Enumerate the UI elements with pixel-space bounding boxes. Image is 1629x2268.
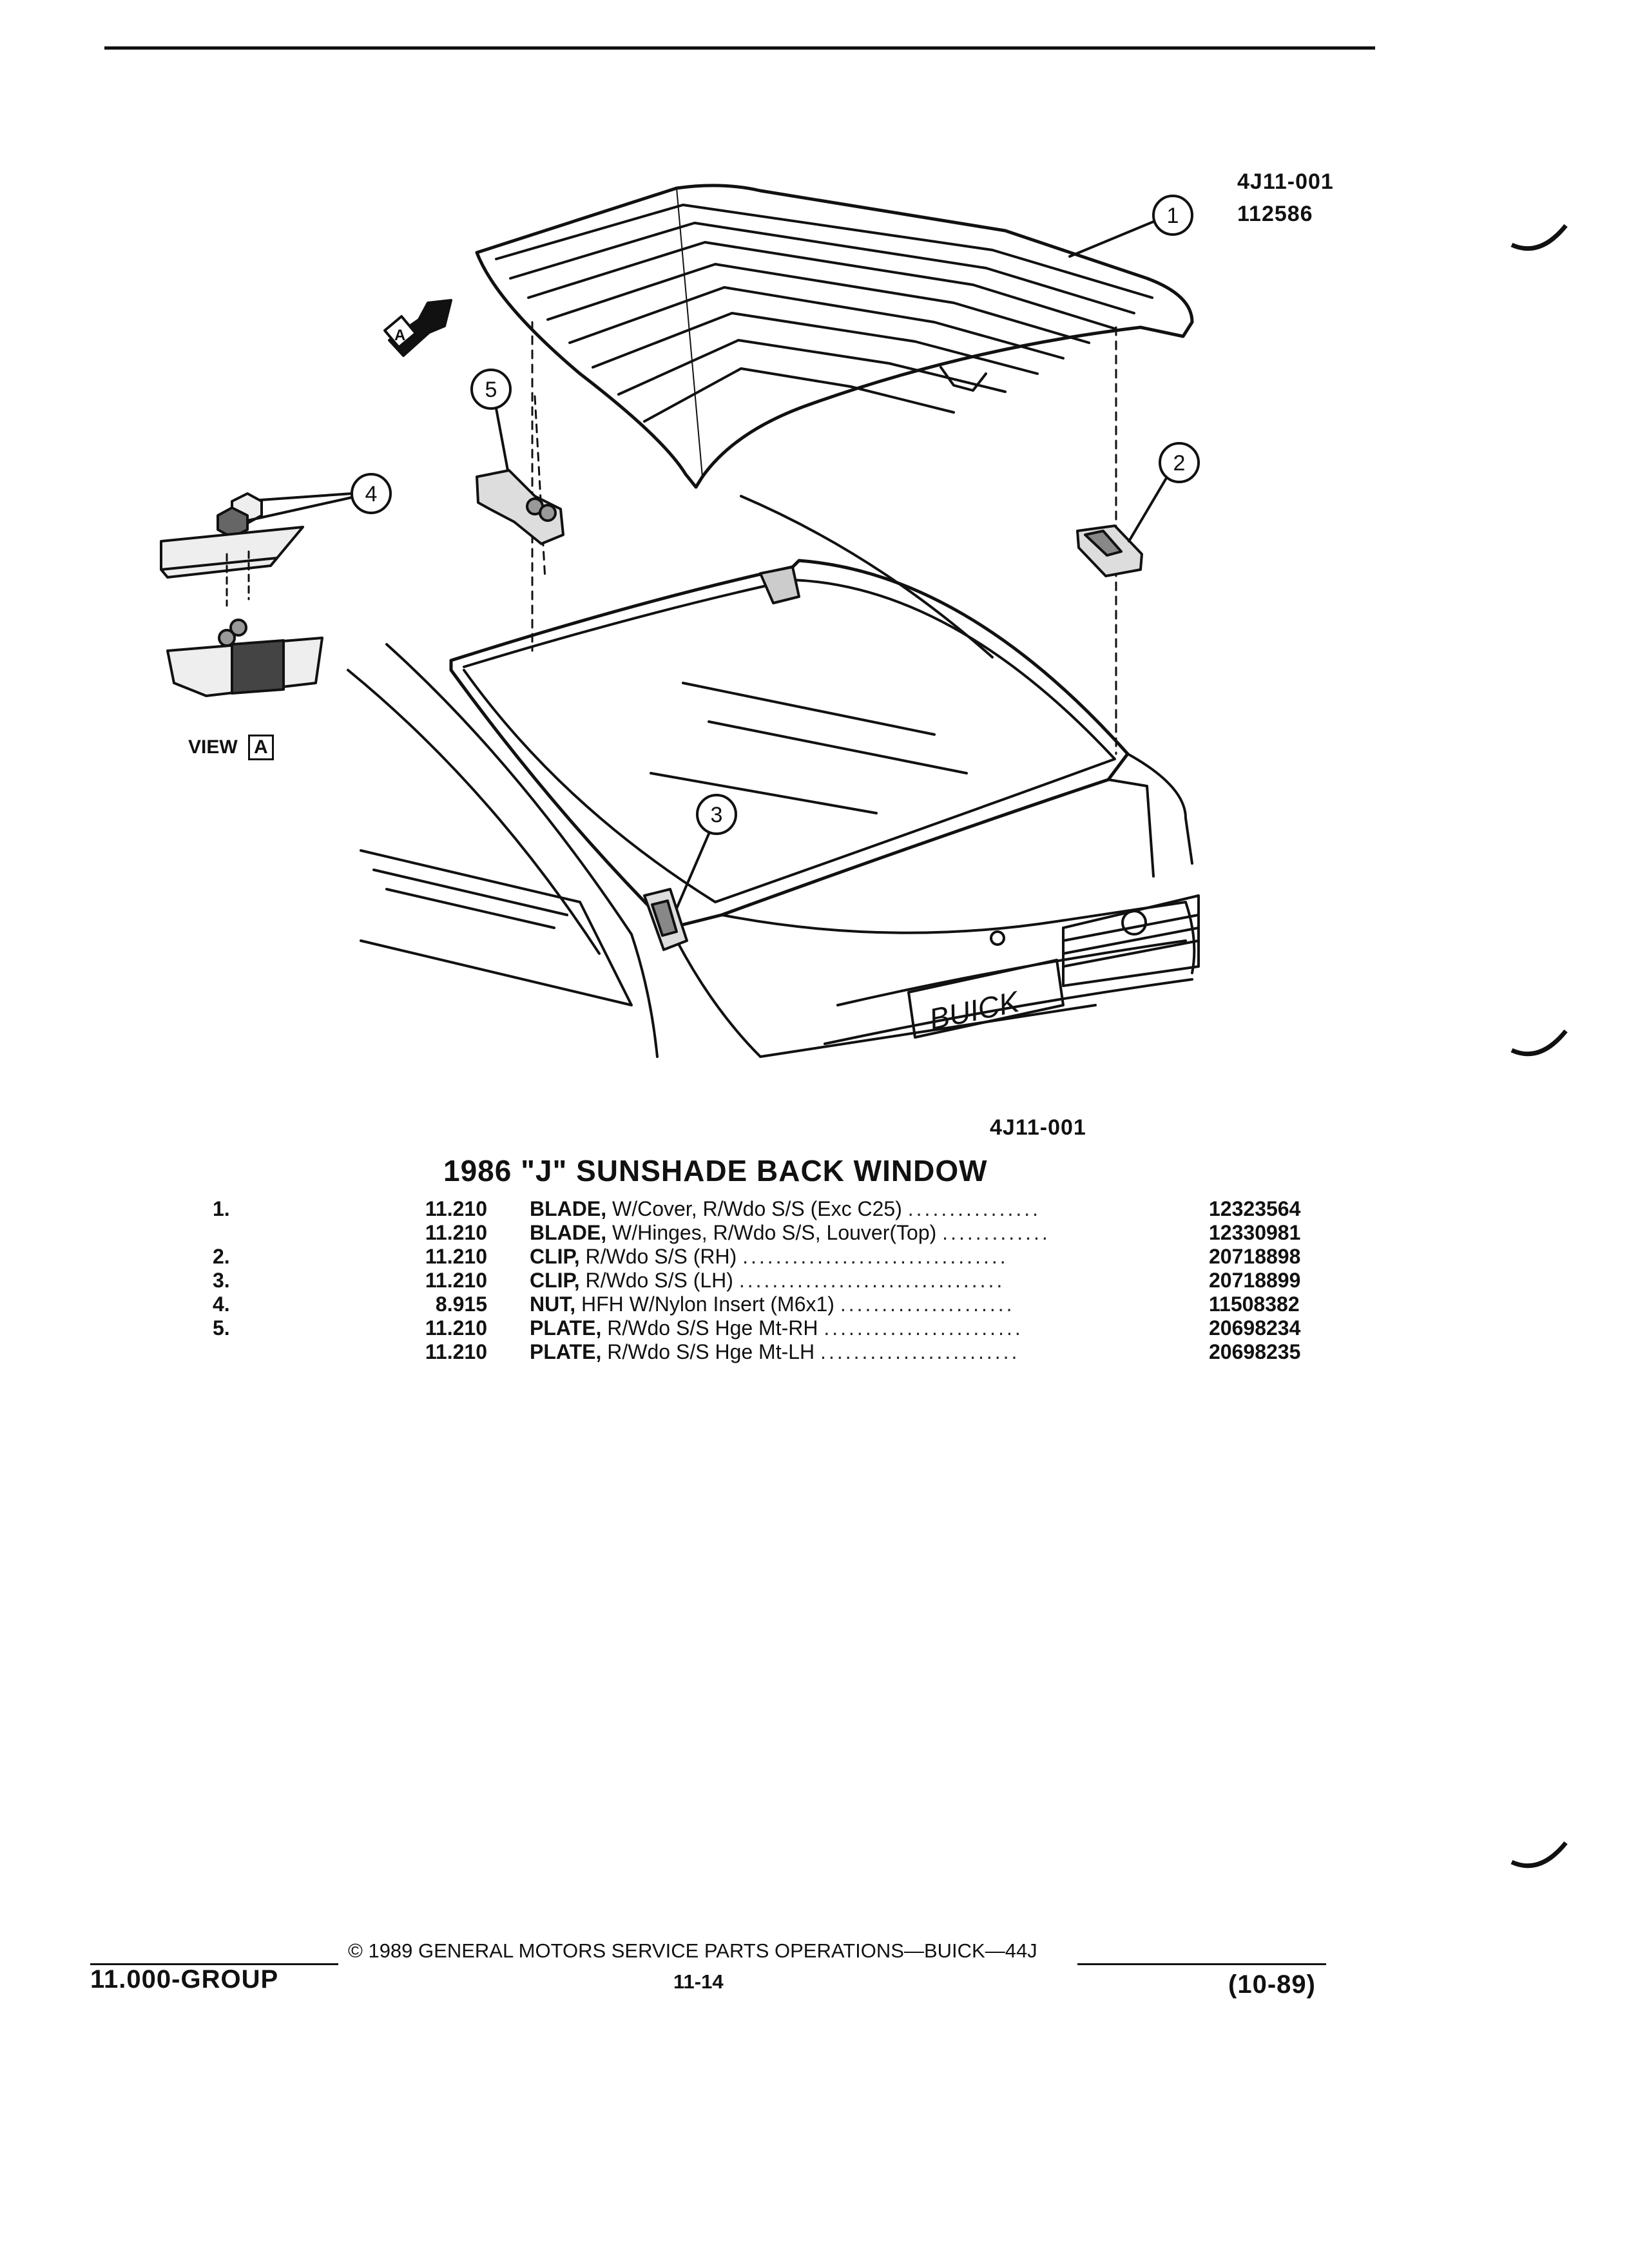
svg-text:A: A [394,327,405,344]
group-label: 11.000-GROUP [90,1965,279,1994]
hinge-plate [476,469,564,545]
list-item: 3. 11.210 CLIP, R/Wdo S/S (LH) .........… [213,1269,1301,1292]
list-item: 1. 11.210 BLADE, W/Cover, R/Wdo S/S (Exc… [213,1197,1301,1220]
footer-rule-left [90,1963,338,1965]
callout-3: 3 [675,794,737,910]
copyright-line: © 1989 GENERAL MOTORS SERVICE PARTS OPER… [348,1939,1037,1962]
tail-light [1062,894,1200,987]
view-label: VIEW A [188,735,274,760]
rear-window-car-body [347,495,1196,1058]
page-number: 11-14 [673,1970,724,1993]
figure-caption: 4J11-001 [990,1115,1086,1140]
list-item: 11.210 BLADE, W/Hinges, R/Wdo S/S, Louve… [425,1221,1301,1244]
section-title: 1986 "J" SUNSHADE BACK WINDOW [443,1154,988,1187]
clip-lh [643,888,688,951]
figure-code: 4J11-001 [1237,169,1334,194]
revision-date: (10-89) [1228,1970,1316,1999]
svg-text:2: 2 [1173,451,1186,476]
list-item: 11.210 PLATE, R/Wdo S/S Hge Mt-LH ......… [425,1340,1301,1363]
svg-text:4: 4 [365,482,378,506]
figure-number: 112586 [1237,202,1313,226]
binder-mark [1510,1841,1568,1869]
emblem-text: BUICK [926,984,1023,1036]
list-item: 2. 11.210 CLIP, R/Wdo S/S (RH) .........… [213,1245,1301,1268]
binder-mark [1510,224,1568,251]
top-rule [104,46,1375,50]
view-letter-box: A [248,735,274,760]
callout-2: 2 [1128,442,1200,543]
view-a-detail [160,492,323,697]
svg-text:5: 5 [485,378,497,402]
callout-4: 4 [246,473,392,522]
clip-rh [1076,524,1143,577]
view-a-arrow: A [383,299,452,357]
callout-1: 1 [1068,195,1193,258]
sunshade-exploded-diagram: BUICK [160,184,1200,1058]
window-top-clip [759,566,800,604]
list-item: 5. 11.210 PLATE, R/Wdo S/S Hge Mt-RH ...… [213,1316,1301,1340]
list-item: 4. 8.915 NUT, HFH W/Nylon Insert (M6x1) … [213,1293,1300,1316]
svg-text:3: 3 [711,803,723,827]
callout-5: 5 [470,369,512,472]
svg-text:1: 1 [1167,204,1179,228]
parts-list: 1. 11.210 BLADE, W/Cover, R/Wdo S/S (Exc… [213,1197,1437,1371]
footer-rule-right [1077,1963,1326,1965]
sunshade-blade [475,184,1194,489]
binder-mark [1510,1029,1568,1057]
